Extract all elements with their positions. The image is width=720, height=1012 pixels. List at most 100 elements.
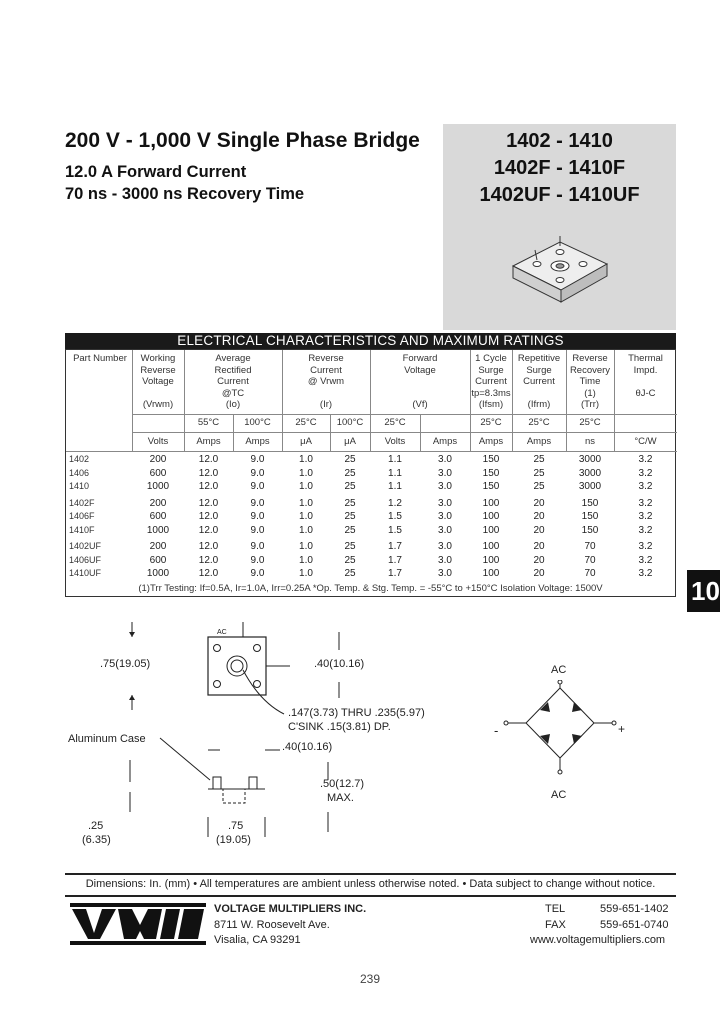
bridge-package-illustration (511, 236, 609, 303)
disclaimer: Dimensions: In. (mm) • All temperatures … (85, 878, 656, 890)
header-thermal: Impd. (633, 364, 658, 376)
table-cell: 3.0 (438, 511, 452, 522)
header-recovery: Reverse (572, 353, 608, 364)
label-aluminum-case: Aluminum Case (68, 733, 146, 745)
dim-csink: C'SINK .15(3.81) DP. (288, 721, 391, 733)
bridge-schematic (503, 680, 617, 775)
table-cell: 1000 (146, 568, 170, 579)
temp-label: 25°C (528, 417, 550, 428)
table-cell: 12.0 (198, 524, 219, 536)
table-cell: 12.0 (198, 481, 219, 492)
section-tab: 10 (687, 570, 720, 612)
table-cell: 25 (533, 454, 545, 465)
table-cell: 9.0 (250, 481, 265, 492)
temp-label: 25°C (295, 417, 317, 428)
table-cell: 25 (533, 467, 545, 479)
header-surge1: Surge (478, 364, 504, 376)
table-cell: 20 (533, 524, 545, 536)
unit-label: Amps (432, 436, 458, 447)
table-cell: 200 (149, 541, 167, 552)
table-cell: 3.2 (638, 554, 653, 566)
temp-label: 100°C (244, 417, 271, 428)
header-surge-rep: Current (523, 376, 555, 387)
header-surge-rep: Repetitive (517, 353, 561, 364)
header-forward: Forward (402, 353, 438, 364)
table-cell: 9.0 (250, 511, 265, 522)
table-cell: 600 (149, 554, 167, 566)
table-cell: 200 (149, 454, 167, 465)
table-cell: 150 (581, 511, 599, 522)
table-cell: 100 (482, 541, 500, 552)
temp-label: 100°C (336, 417, 364, 428)
table-cell: 3.0 (438, 541, 452, 552)
table-cell: 3.0 (438, 497, 452, 509)
company-name: VOLTAGE MULTIPLIERS INC. (214, 903, 367, 915)
table-cell: 100 (482, 497, 500, 509)
table-cell: 9.0 (250, 524, 265, 536)
table-cell: 3.0 (438, 568, 452, 579)
header-working: Reverse (140, 364, 176, 376)
table-cell: 9.0 (250, 541, 265, 552)
table-cell: 600 (149, 511, 167, 522)
unit-label: Volts (147, 436, 169, 447)
subtitle-current: 12.0 A Forward Current (65, 163, 247, 181)
table-cell: 12.0 (198, 467, 219, 479)
part-number-cell: 1406F (69, 511, 95, 521)
table-cell: 1000 (146, 481, 170, 492)
table-cell: 3.0 (438, 481, 452, 492)
website-link[interactable]: www.voltagemultipliers.com (530, 934, 666, 946)
table-divider (132, 432, 677, 433)
table-cell: 12.0 (198, 541, 219, 552)
table-cell: 12.0 (198, 454, 219, 465)
table-cell: 3.2 (638, 541, 653, 552)
table-cell: 200 (149, 497, 167, 509)
dim-height-max: MAX. (327, 792, 354, 804)
subtitle-recovery: 70 ns - 3000 ns Recovery Time (65, 185, 305, 203)
table-cell: 1.7 (388, 568, 402, 579)
table-cell: 25 (344, 568, 356, 579)
table-cell: 20 (533, 554, 545, 566)
footer-rule-top (65, 873, 676, 875)
table-cell: 9.0 (250, 467, 265, 479)
unit-label: Amps (526, 436, 552, 447)
table-divider (470, 350, 471, 451)
header-surge1: 1 Cycle (475, 353, 507, 364)
table-cell: 100 (482, 568, 500, 579)
table-cell: 1.0 (299, 511, 313, 522)
part-number-cell: 1406UF (69, 554, 102, 565)
table-footnote: (1)Trr Testing: If=0.5A, Ir=1.0A, Irr=0.… (138, 583, 603, 594)
table-cell: 25 (344, 467, 356, 479)
dim-lead-spacing: .40(10.16) (282, 741, 333, 753)
header-reverse-current: Current (310, 364, 342, 376)
table-cell: 3000 (578, 481, 602, 492)
header-recovery: (1) (584, 387, 596, 399)
table-title: ELECTRICAL CHARACTERISTICS AND MAXIMUM R… (65, 333, 676, 349)
part-number-cell: 1406 (69, 467, 90, 478)
table-cell: 12.0 (198, 497, 219, 509)
header-forward: Voltage (404, 364, 436, 376)
header-reverse-current: Reverse (308, 353, 344, 364)
table-cell: 3.0 (438, 524, 452, 536)
table-cell: 100 (482, 524, 500, 536)
table-cell: 12.0 (198, 554, 219, 566)
table-cell: 3.0 (438, 554, 452, 566)
header-recovery: Time (579, 376, 601, 387)
company-address-1: 8711 W. Roosevelt Ave. (214, 919, 330, 931)
table-cell: 100 (482, 511, 500, 522)
vmi-logo (70, 903, 206, 945)
header-surge-rep: Surge (526, 364, 552, 376)
table-cell: 70 (584, 554, 596, 566)
part-number-cell: 1410UF (69, 568, 102, 578)
tel-number: 559-651-1402 (600, 903, 669, 915)
table-cell: 25 (344, 497, 356, 509)
table-cell: 3.2 (638, 481, 653, 492)
table-cell: 100 (482, 554, 500, 566)
header-recovery: Recovery (569, 364, 611, 376)
schematic-ac-bottom: AC (551, 789, 567, 801)
table-cell: 3.2 (638, 511, 653, 522)
table-divider (184, 350, 185, 451)
table-cell: 3.2 (638, 497, 653, 509)
part-number-range-3: 1402UF - 1410UF (479, 184, 640, 206)
table-cell: 9.0 (250, 497, 265, 509)
